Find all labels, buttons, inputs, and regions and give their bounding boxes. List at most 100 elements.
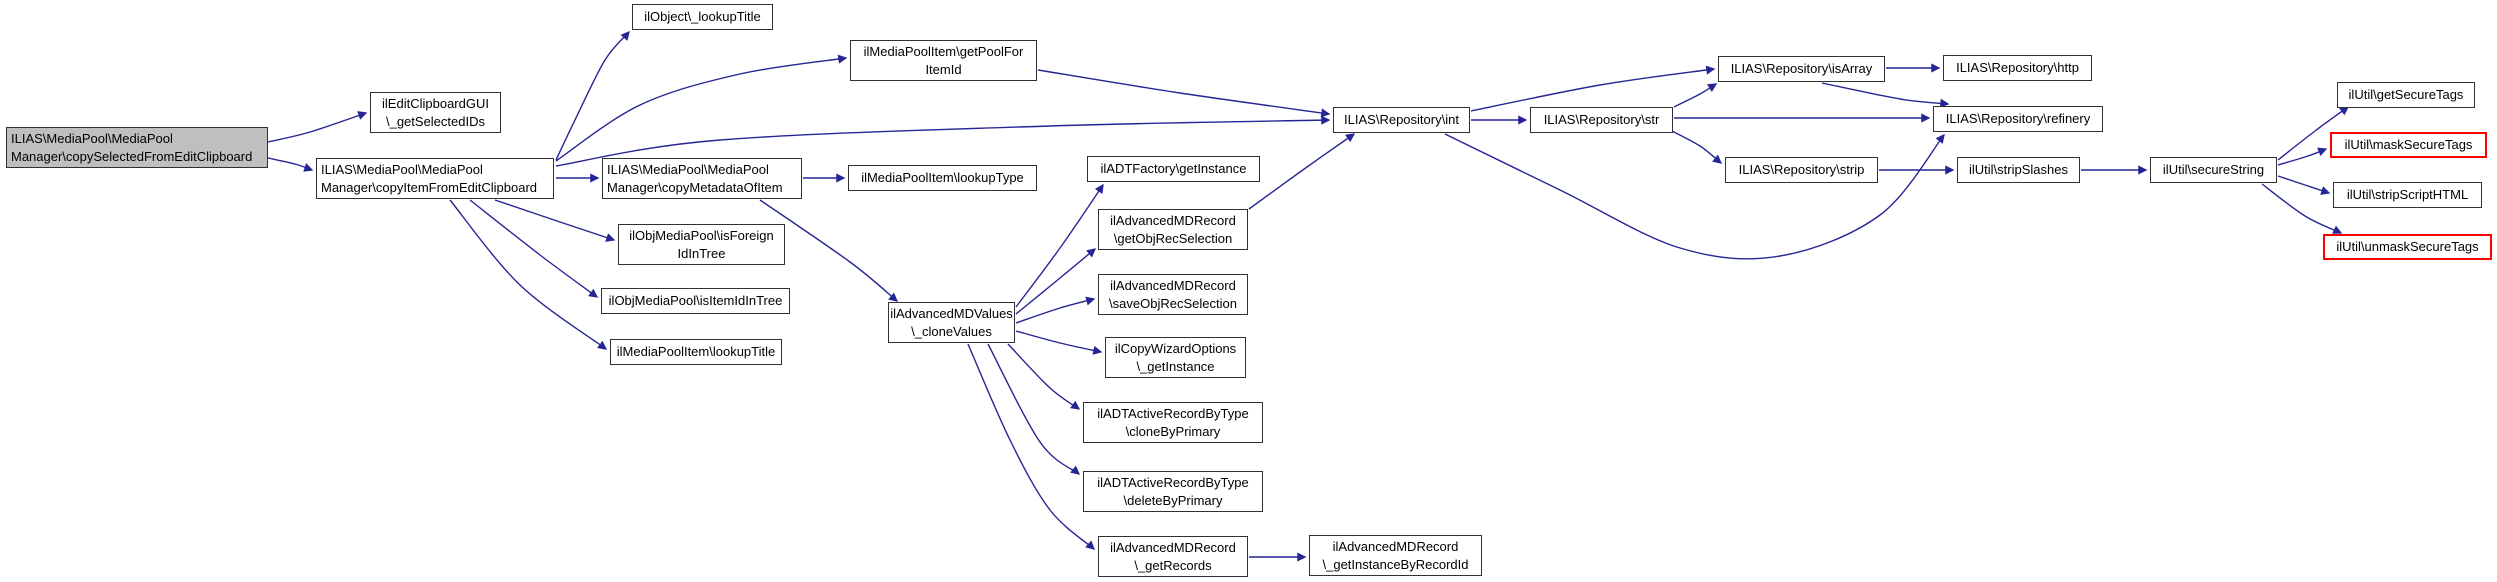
node-unmaskSecureTags[interactable]: ilUtil\unmaskSecureTags: [2323, 234, 2492, 260]
edge-repoStr-repoIsArray: [1673, 83, 1718, 108]
node-getObjRecSelection[interactable]: ilAdvancedMDRecord \getObjRecSelection: [1098, 209, 1248, 250]
node-adtFactoryGetInstance[interactable]: ilADTFactory\getInstance: [1087, 156, 1260, 182]
edge-repoInt-repoIsArray: [1470, 65, 1716, 112]
node-label-line: ILIAS\Repository\strip: [1738, 162, 1865, 177]
node-label-line: ILIAS\MediaPool\MediaPool: [11, 130, 173, 146]
edge-repoIsArray-repoRefinery: [1821, 82, 1950, 108]
node-label-line: ilUtil\stripSlashes: [1969, 162, 2068, 177]
node-label-line: ilUtil\getSecureTags: [2348, 87, 2464, 102]
node-label-line: ILIAS\Repository\http: [1956, 60, 2079, 75]
node-label-line: \_getSelectedIDs: [385, 113, 485, 129]
node-label-line: ILIAS\MediaPool\MediaPool: [607, 161, 769, 177]
node-label-line: ilUtil\stripScriptHTML: [2346, 187, 2469, 202]
node-label-line: ILIAS\Repository\refinery: [1945, 111, 2091, 126]
node-getRecords[interactable]: ilAdvancedMDRecord \_getRecords: [1098, 536, 1248, 577]
edge-repoStr-repoStrip: [1671, 130, 1723, 164]
node-maskSecureTags[interactable]: ilUtil\maskSecureTags: [2330, 132, 2487, 158]
node-label-line: \_getInstance: [1136, 358, 1215, 374]
node-isItemIdInTree[interactable]: ilObjMediaPool\isItemIdInTree: [601, 288, 790, 314]
node-stripScriptHTML[interactable]: ilUtil\stripScriptHTML: [2333, 182, 2482, 208]
node-cloneByPrimary[interactable]: ilADTActiveRecordByType \cloneByPrimary: [1083, 402, 1263, 443]
node-label-line: ilAdvancedMDValues: [890, 305, 1013, 321]
node-label-line: ilUtil\secureString: [2162, 162, 2265, 177]
edge-cloneValues-getRecords: [967, 343, 1096, 550]
node-label-line: ilMediaPoolItem\getPoolFor: [863, 43, 1024, 59]
node-label-line: IdInTree: [677, 245, 726, 261]
node-repoStrip[interactable]: ILIAS\Repository\strip: [1725, 157, 1878, 183]
node-label-line: ilObjMediaPool\isForeign: [629, 227, 774, 243]
edge-copyItemFromEditClipboard-itemLookupTitle: [449, 199, 608, 350]
node-label-line: ilAdvancedMDRecord: [1110, 212, 1236, 228]
node-label-line: ilUtil\maskSecureTags: [2344, 137, 2473, 152]
node-label-line: \saveObjRecSelection: [1109, 295, 1237, 311]
edge-copyItemFromEditClipboard-isForeignIdInTree: [494, 199, 616, 242]
node-label-line: \deleteByPrimary: [1123, 492, 1223, 508]
edge-secureString-maskSecureTags: [2277, 147, 2328, 166]
node-stripSlashes[interactable]: ilUtil\stripSlashes: [1957, 157, 2080, 183]
edge-cloneValues-copyWizardGetInstance: [1015, 330, 1103, 355]
edge-copySelectedFromEditClipboard-getSelectedIDs: [267, 111, 368, 143]
node-label-line: \_cloneValues: [911, 323, 992, 339]
node-getInstanceByRecordId[interactable]: ilAdvancedMDRecord \_getInstanceByRecordI…: [1309, 535, 1482, 576]
node-label-line: ilAdvancedMDRecord: [1110, 539, 1236, 555]
node-label-line: Manager\copyMetadataOfItem: [607, 179, 783, 195]
node-getSelectedIDs[interactable]: ilEditClipboardGUI \_getSelectedIDs: [370, 92, 501, 133]
edge-secureString-stripScriptHTML: [2277, 175, 2331, 195]
node-cloneValues[interactable]: ilAdvancedMDValues \_cloneValues: [888, 302, 1015, 343]
edge-getObjRecSelection-repoInt: [1248, 133, 1356, 210]
node-copyWizardGetInstance[interactable]: ilCopyWizardOptions \_getInstance: [1105, 337, 1246, 378]
node-label-line: ILIAS\Repository\isArray: [1730, 61, 1873, 76]
node-label-line: ilADTActiveRecordByType: [1097, 405, 1249, 421]
node-label-line: ILIAS\Repository\str: [1543, 112, 1660, 127]
node-label-line: \getObjRecSelection: [1113, 230, 1233, 246]
node-label-line: ilObject\_lookupTitle: [644, 9, 761, 24]
node-label-line: ItemId: [925, 61, 962, 77]
node-objectLookupTitle[interactable]: ilObject\_lookupTitle: [632, 4, 773, 30]
node-label-line: ilADTFactory\getInstance: [1100, 161, 1247, 176]
node-saveObjRecSelection[interactable]: ilAdvancedMDRecord \saveObjRecSelection: [1098, 274, 1248, 315]
edge-copyItemFromEditClipboard-objectLookupTitle: [555, 30, 630, 161]
edge-getPoolForItemId-repoInt: [1037, 69, 1331, 118]
edge-copySelectedFromEditClipboard-copyItemFromEditClipboard: [267, 157, 314, 172]
edge-copyItemFromEditClipboard-getPoolForItemId: [555, 54, 848, 162]
node-label-line: \cloneByPrimary: [1125, 423, 1221, 439]
node-label-line: \_getInstanceByRecordId: [1322, 556, 1469, 572]
edge-cloneValues-adtFactoryGetInstance: [1015, 183, 1104, 308]
node-label-line: ilMediaPoolItem\lookupType: [861, 170, 1024, 185]
node-label-line: ILIAS\Repository\int: [1344, 112, 1459, 127]
edge-repoInt-repoRefinery: [1444, 133, 1945, 260]
node-label-line: ilMediaPoolItem\lookupTitle: [616, 344, 776, 359]
node-label-line: \_getRecords: [1134, 557, 1212, 573]
node-repoRefinery[interactable]: ILIAS\Repository\refinery: [1933, 106, 2103, 132]
node-label-line: ilAdvancedMDRecord: [1110, 277, 1236, 293]
edge-cloneValues-cloneByPrimary: [1007, 343, 1081, 410]
node-repoStr[interactable]: ILIAS\Repository\str: [1530, 107, 1673, 133]
node-deleteByPrimary[interactable]: ilADTActiveRecordByType \deleteByPrimary: [1083, 471, 1263, 512]
node-repoInt[interactable]: ILIAS\Repository\int: [1333, 107, 1470, 133]
node-label-line: Manager\copyItemFromEditClipboard: [321, 179, 538, 195]
edge-cloneValues-saveObjRecSelection: [1015, 296, 1096, 324]
node-lookupType[interactable]: ilMediaPoolItem\lookupType: [848, 165, 1037, 191]
edge-cloneValues-getObjRecSelection: [1015, 248, 1097, 315]
node-label-line: ilObjMediaPool\isItemIdInTree: [608, 293, 783, 308]
node-secureString[interactable]: ilUtil\secureString: [2150, 157, 2277, 183]
node-label-line: ilUtil\unmaskSecureTags: [2336, 239, 2479, 254]
edge-copyItemFromEditClipboard-isItemIdInTree: [469, 199, 599, 298]
node-repoHttp[interactable]: ILIAS\Repository\http: [1943, 55, 2092, 81]
edge-secureString-unmaskSecureTags: [2261, 183, 2343, 234]
node-itemLookupTitle[interactable]: ilMediaPoolItem\lookupTitle: [610, 339, 782, 365]
node-label-line: ilEditClipboardGUI: [382, 95, 489, 111]
node-label-line: Manager\copySelectedFromEditClipboard: [11, 148, 253, 164]
node-label-line: ilADTActiveRecordByType: [1097, 474, 1249, 490]
node-repoIsArray[interactable]: ILIAS\Repository\isArray: [1718, 56, 1885, 82]
node-label-line: ilAdvancedMDRecord: [1332, 538, 1459, 554]
edge-cloneValues-deleteByPrimary: [987, 343, 1081, 475]
node-label-line: ilCopyWizardOptions: [1114, 340, 1237, 356]
node-getSecureTags[interactable]: ilUtil\getSecureTags: [2337, 82, 2475, 108]
